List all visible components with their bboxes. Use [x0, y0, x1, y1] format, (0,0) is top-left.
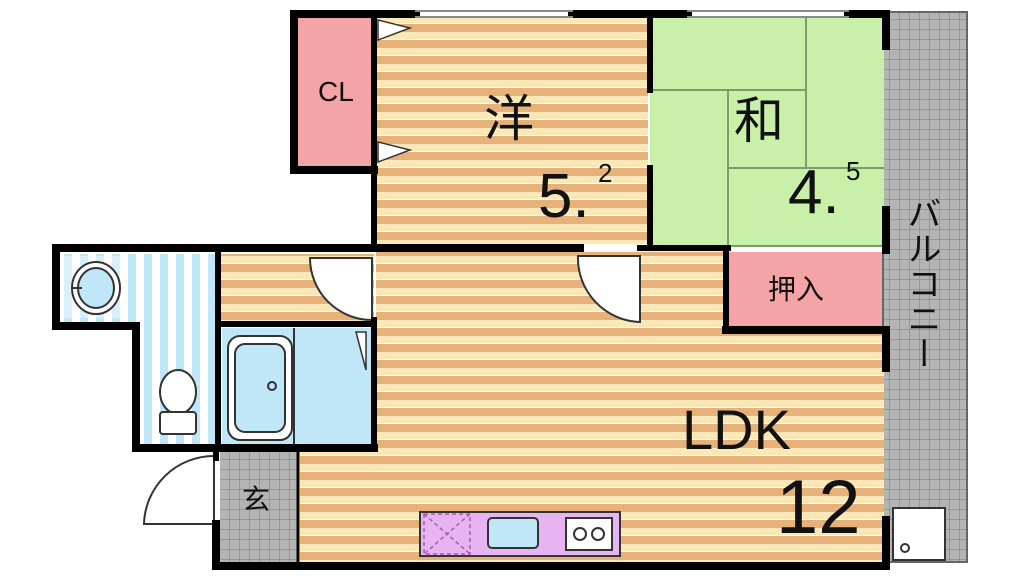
- japanese-room-size-decimal: 5: [846, 156, 861, 186]
- doors: [142, 255, 641, 525]
- entrance-label: 玄: [242, 483, 271, 516]
- kitchen: [419, 511, 621, 557]
- closet-doors: [377, 19, 413, 164]
- ldk-size: 12: [776, 465, 861, 550]
- western-room-name: 洋: [484, 90, 534, 148]
- bathroom: [222, 328, 374, 444]
- western-room-size: 5.: [538, 162, 590, 231]
- japanese-room-size: 4.: [788, 158, 840, 227]
- balcony-label: バルコニー: [901, 196, 941, 371]
- japanese-room: [650, 18, 884, 247]
- walls: [52, 10, 890, 570]
- wash-basin: [64, 256, 122, 318]
- closet-label: CL: [318, 76, 354, 107]
- toilet: [159, 369, 197, 435]
- entrance: [220, 452, 298, 564]
- closet: [296, 18, 374, 168]
- balcony: [882, 11, 968, 563]
- ldk-label: LDK: [682, 398, 791, 461]
- western-room-size-decimal: 2: [598, 158, 613, 188]
- japanese-room-name: 和: [734, 92, 784, 150]
- oshiire-label: 押入: [768, 273, 825, 306]
- western-room: [376, 18, 648, 244]
- oshiire: [728, 252, 882, 330]
